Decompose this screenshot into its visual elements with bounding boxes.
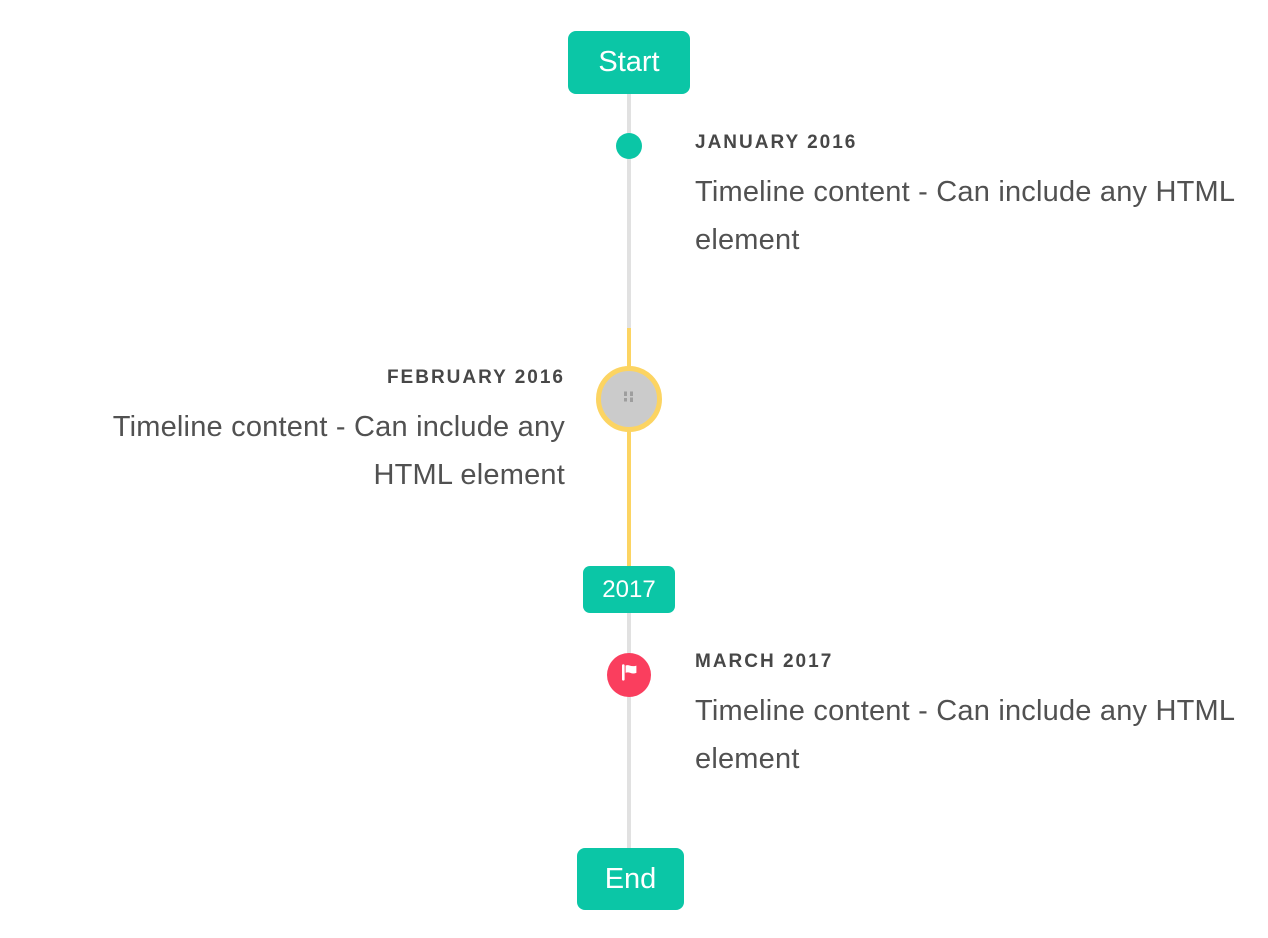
flag-start: Start	[568, 31, 690, 94]
entry-january: JANUARY 2016 Timeline content - Can incl…	[695, 131, 1235, 264]
marker-image-february	[596, 366, 662, 432]
flag-start-label: Start	[598, 46, 660, 78]
marker-dot-january	[616, 133, 642, 159]
marker-flag-march	[607, 653, 651, 697]
broken-image-icon	[621, 389, 637, 409]
flag-year-label: 2017	[602, 575, 656, 603]
entry-title: FEBRUARY 2016	[386, 367, 565, 388]
timeline-line-highlight-segment	[627, 328, 631, 566]
entry-content: Timeline content - Can include any HTML …	[695, 176, 1235, 256]
flag-icon	[618, 661, 641, 689]
timeline-line-lower	[627, 613, 631, 848]
entry-title: MARCH 2017	[695, 651, 834, 672]
entry-march: MARCH 2017 Timeline content - Can includ…	[695, 650, 1235, 783]
flag-year-2017: 2017	[583, 566, 675, 613]
entry-content: Timeline content - Can include any HTML …	[695, 695, 1235, 775]
flag-end-label: End	[604, 862, 657, 895]
entry-title: JANUARY 2016	[695, 132, 858, 153]
entry-february: FEBRUARY 2016 Timeline content - Can inc…	[25, 366, 565, 499]
flag-end: End	[577, 848, 684, 910]
entry-content: Timeline content - Can include any HTML …	[112, 411, 565, 491]
